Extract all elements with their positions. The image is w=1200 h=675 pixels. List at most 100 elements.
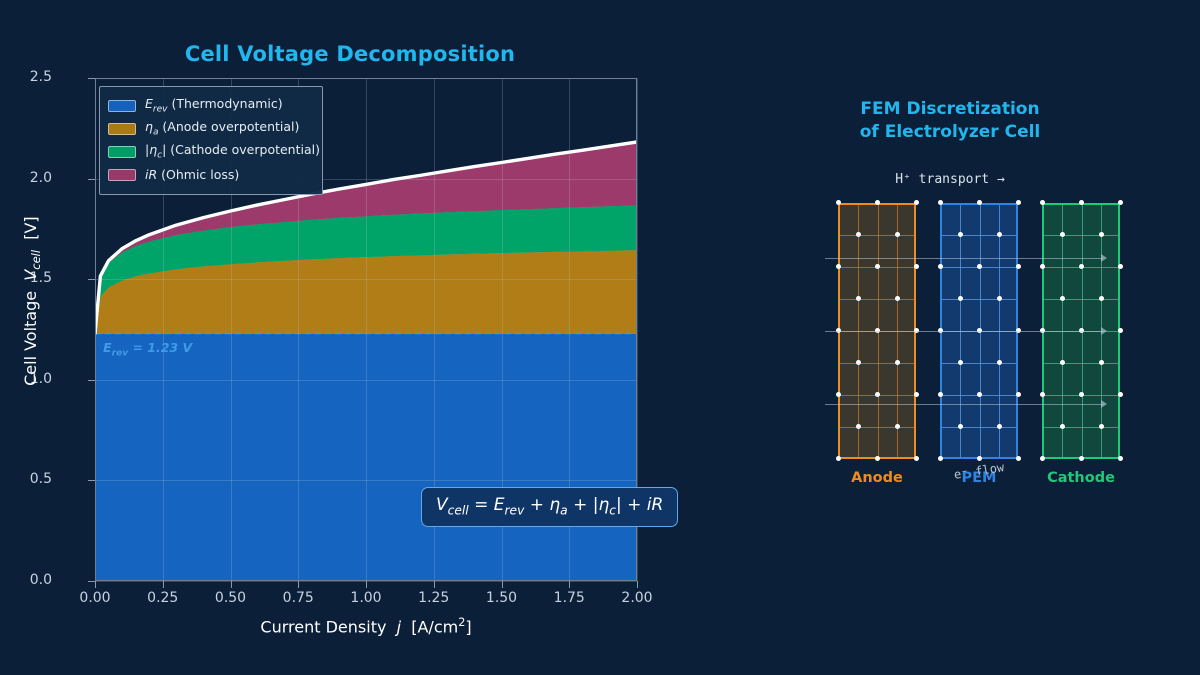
x-tick-mark — [569, 581, 571, 588]
mesh-gridline-horizontal — [1044, 362, 1118, 364]
mesh-gridline-horizontal — [942, 362, 1016, 364]
mesh-node — [875, 392, 881, 397]
mesh-node — [914, 456, 920, 461]
mesh-gridline-horizontal — [942, 298, 1016, 300]
mesh-node — [938, 456, 944, 461]
mesh-node — [1098, 232, 1104, 237]
mesh-node — [894, 424, 900, 429]
y-tick-mark — [88, 581, 95, 582]
mesh-node — [855, 360, 861, 365]
mesh-node — [875, 200, 881, 205]
legend-label: Erev (Thermodynamic) — [145, 96, 283, 115]
mesh-node — [1040, 328, 1046, 333]
legend-item[interactable]: |ηc| (Cathode overpotential) — [108, 140, 320, 163]
mesh-node — [1118, 328, 1124, 333]
y-tick-mark — [88, 379, 95, 381]
y-tick-label: 2.5 — [29, 69, 52, 85]
legend-swatch — [108, 122, 136, 135]
mesh-node — [938, 328, 944, 333]
mesh-node — [1098, 424, 1104, 429]
mesh-node — [836, 328, 842, 333]
mesh-gridline-horizontal — [942, 234, 1016, 236]
mesh-node — [977, 328, 983, 333]
mesh-node — [1079, 456, 1085, 461]
mesh-node — [996, 360, 1002, 365]
mesh-node — [914, 392, 920, 397]
transport-arrow — [825, 331, 1103, 332]
mesh-node — [977, 200, 983, 205]
mesh-gridline-horizontal — [1044, 298, 1118, 300]
x-axis-label: Current Density j [A/cm2] — [260, 616, 472, 637]
mesh-gridline-horizontal — [1044, 426, 1118, 428]
x-tick-mark — [433, 581, 435, 588]
mesh-node — [977, 392, 983, 397]
y-tick-label: 0.0 — [29, 572, 52, 588]
mesh-node — [1098, 360, 1104, 365]
mesh-node — [996, 296, 1002, 301]
legend-item[interactable]: Erev (Thermodynamic) — [108, 94, 314, 117]
fem-title: FEM Discretization of Electrolyzer Cell — [700, 98, 1200, 144]
legend-swatch — [108, 99, 136, 112]
mesh-node — [855, 296, 861, 301]
legend-label: ηa (Anode overpotential) — [145, 119, 300, 138]
mesh-node — [894, 232, 900, 237]
mesh-label-anode: Anode — [851, 470, 903, 486]
mesh-gridline-horizontal — [840, 234, 914, 236]
mesh-node — [1016, 392, 1022, 397]
mesh-gridline-horizontal — [840, 426, 914, 428]
y-tick-mark — [88, 178, 95, 180]
mesh-node — [855, 424, 861, 429]
legend-item[interactable]: iR (Ohmic loss) — [108, 163, 314, 186]
mesh-node — [957, 360, 963, 365]
fem-discretization-panel: FEM Discretization of Electrolyzer Cell … — [700, 0, 1200, 675]
mesh-node — [977, 456, 983, 461]
x-tick-label: 1.25 — [418, 590, 450, 606]
mesh-node — [1059, 424, 1065, 429]
mesh-node — [1016, 456, 1022, 461]
x-tick-mark — [298, 581, 300, 588]
mesh-node — [875, 456, 881, 461]
mesh-node — [957, 232, 963, 237]
legend-label: iR (Ohmic loss) — [145, 167, 240, 182]
fem-title-line2: of Electrolyzer Cell — [859, 121, 1041, 142]
x-tick-mark — [501, 581, 503, 588]
x-tick-mark — [637, 581, 638, 588]
area-band-0 — [94, 333, 638, 582]
mesh-node — [1118, 456, 1124, 461]
y-tick-label: 0.5 — [29, 471, 52, 488]
mesh-node — [836, 392, 842, 397]
y-tick-mark — [88, 480, 95, 482]
x-tick-label: 1.50 — [485, 590, 518, 606]
x-tick-label: 0.75 — [282, 590, 314, 606]
transport-arrow-head — [1101, 254, 1107, 263]
mesh-node — [836, 456, 842, 461]
mesh-node — [1079, 328, 1085, 333]
legend-item[interactable]: ηa (Anode overpotential) — [108, 117, 314, 140]
x-tick-label: 1.00 — [350, 590, 382, 606]
y-tick-label: 2.0 — [29, 169, 52, 186]
mesh-node — [938, 200, 944, 205]
x-tick-mark — [95, 581, 96, 588]
mesh-node — [1016, 264, 1022, 269]
mesh-node — [1118, 200, 1124, 205]
equation-box: Vcell = Erev + ηa + |ηc| + iR — [421, 487, 679, 528]
proton-transport-label: H⁺ transport → — [895, 172, 1005, 187]
y-axis-label: Cell Voltage Vcell [V] — [20, 216, 44, 386]
mesh-node — [1040, 264, 1046, 269]
mesh-node — [1059, 232, 1065, 237]
x-tick-label: 1.75 — [553, 590, 585, 606]
mesh-gridline-horizontal — [1044, 234, 1118, 236]
chart-legend: Erev (Thermodynamic) ηa (Anode overpotent… — [99, 86, 323, 195]
mesh-node — [938, 392, 944, 397]
legend-swatch — [108, 168, 136, 181]
mesh-node — [957, 296, 963, 301]
x-tick-mark — [230, 581, 232, 588]
mesh-node — [836, 264, 842, 269]
mesh-node — [996, 232, 1002, 237]
x-tick-label: 0.00 — [79, 590, 111, 606]
x-tick-label: 0.50 — [214, 590, 247, 606]
mesh-node — [1040, 200, 1046, 205]
mesh-node — [1059, 360, 1065, 365]
mesh-node — [1079, 200, 1085, 205]
mesh-gridline-horizontal — [942, 426, 1016, 428]
